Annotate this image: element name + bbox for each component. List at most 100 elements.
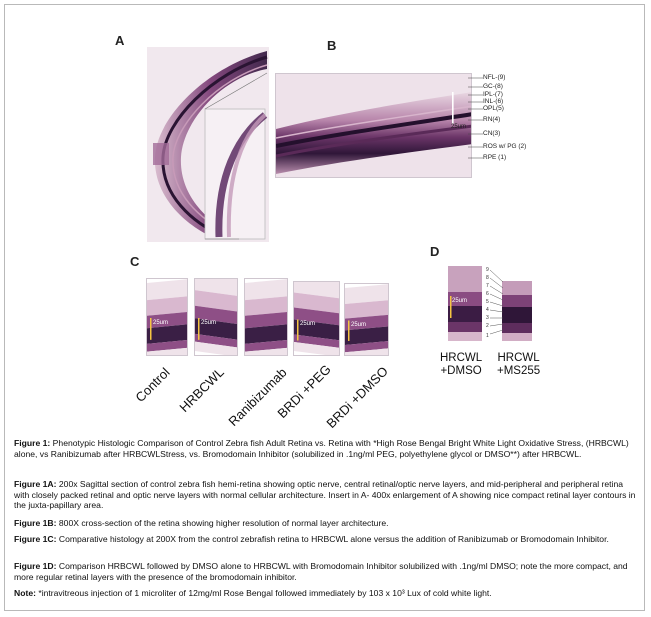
caption-note-text: *intravitreous injection of 1 microliter… bbox=[35, 588, 492, 598]
panel-c-tile-ranibizumab-band-4 bbox=[245, 340, 287, 352]
panel-d-tick-3: 3 bbox=[486, 315, 489, 321]
panel-d-image-left: 25um bbox=[448, 266, 482, 341]
caption-figure-1b: Figure 1B: 800X cross-section of the ret… bbox=[14, 518, 638, 529]
panel-c-tile-brdi-peg-scale-bar bbox=[297, 319, 299, 341]
caption-figure-1d-text: Comparison HRBCWL followed by DMSO alone… bbox=[14, 561, 628, 582]
panel-c-tile-brdi-peg: 25um bbox=[293, 281, 340, 356]
panel-d-letter: D bbox=[430, 244, 440, 259]
caption-note: Note: *intravitreous injection of 1 micr… bbox=[14, 588, 638, 599]
layer-label-nfl: NFL-(9) bbox=[483, 74, 506, 81]
panel-c-tile-hrbcwl-drawing bbox=[195, 279, 237, 355]
layer-label-opl: OPL(5) bbox=[483, 105, 504, 112]
panel-a-letter: A bbox=[115, 33, 125, 48]
layer-label-inl: INL-(6) bbox=[483, 98, 504, 105]
panel-d-left-label-line2: +DMSO bbox=[440, 365, 482, 377]
panel-c-tile-brdi-peg-band-5 bbox=[294, 342, 339, 355]
panel-c-tile-brdi-peg-band-0 bbox=[294, 282, 339, 299]
panel-c-tile-ranibizumab bbox=[244, 278, 288, 356]
panel-c-tile-brdi-peg-band-1 bbox=[294, 292, 339, 314]
panel-c-tile-brdi-dmso-drawing bbox=[345, 284, 388, 355]
panel-c-tile-hrbcwl-band-2 bbox=[195, 305, 237, 324]
panel-d-tick-7: 7 bbox=[486, 283, 489, 289]
panel-d-tick-4: 4 bbox=[486, 307, 489, 313]
panel-c-tile-brdi-dmso-scale-bar bbox=[348, 320, 350, 341]
panel-c-tile-brdi-dmso-band-3 bbox=[345, 326, 388, 345]
panel-c-tile-control-band-3 bbox=[147, 324, 187, 344]
panel-d-tick-1: 1 bbox=[486, 333, 489, 339]
panel-c-tile-control-band-1 bbox=[147, 296, 187, 316]
panel-d-image-right bbox=[502, 281, 532, 341]
panel-c-tile-brdi-dmso-band-1 bbox=[345, 300, 388, 319]
panel-c-tile-brdi-dmso-scale-label: 25um bbox=[351, 321, 367, 328]
panel-d-leader-lines bbox=[489, 269, 504, 335]
panel-a-retina-drawing bbox=[147, 47, 269, 242]
panel-d-tick-5: 5 bbox=[486, 299, 489, 305]
panel-c-tile-hrbcwl-band-1 bbox=[195, 290, 237, 312]
panel-c-tile-brdi-peg-scale-label: 25um bbox=[300, 321, 316, 327]
panel-d-right-label: HRCWL +MS255 bbox=[497, 352, 540, 378]
panel-c-tile-brdi-dmso-band-2 bbox=[345, 314, 388, 331]
panel-c-tile-brdi-peg-band-3 bbox=[294, 319, 339, 341]
panel-d-tick-6: 6 bbox=[486, 291, 489, 297]
panel-b-image: 25um bbox=[275, 73, 472, 178]
panel-c-tile-control-scale-label: 25um bbox=[153, 319, 169, 326]
caption-figure-1b-head: Figure 1B: bbox=[14, 518, 57, 528]
panel-c-tile-hrbcwl-scale-bar bbox=[198, 318, 200, 340]
panel-c-tile-ranibizumab-band-1 bbox=[245, 296, 287, 316]
panel-b-leader-lines bbox=[468, 77, 483, 159]
panel-c-tile-brdi-peg-drawing bbox=[294, 282, 339, 355]
panel-c-tile-ranibizumab-drawing bbox=[245, 279, 287, 355]
panel-c-tile-ranibizumab-band-0 bbox=[245, 279, 287, 301]
panel-c-tile-hrbcwl-scale-label: 25um bbox=[201, 319, 217, 326]
panel-c-tile-ranibizumab-band-5 bbox=[245, 347, 287, 355]
panel-d-tick-9: 9 bbox=[486, 267, 489, 273]
caption-figure-1d-head: Figure 1D: bbox=[14, 561, 57, 571]
caption-figure-1a-text: 200x Sagittal section of control zebra f… bbox=[14, 479, 636, 511]
panel-c-tile-control-band-0 bbox=[147, 279, 187, 301]
panel-c-tile-brdi-dmso-band-5 bbox=[345, 348, 388, 355]
panel-c-tile-brdi-peg-band-4 bbox=[294, 334, 339, 348]
panel-c-tile-brdi-dmso-band-4 bbox=[345, 341, 388, 353]
panel-c-tile-ranibizumab-band-3 bbox=[245, 324, 287, 344]
layer-label-ipl: IPL-(7) bbox=[483, 91, 503, 98]
layer-label-rpe: RPE (1) bbox=[483, 154, 507, 161]
panel-b-retina-drawing bbox=[276, 74, 471, 177]
caption-figure-1d: Figure 1D: Comparison HRBCWL followed by… bbox=[14, 561, 638, 582]
caption-figure-1c: Figure 1C: Comparative histology at 200X… bbox=[14, 534, 638, 545]
panel-d-left-label-line1: HRCWL bbox=[440, 352, 483, 364]
panel-c-letter: C bbox=[130, 254, 140, 269]
panel-c-tile-control-scale-bar bbox=[150, 318, 152, 340]
panel-c-tile-brdi-peg-band-2 bbox=[294, 307, 339, 326]
panel-d-left-label: HRCWL +DMSO bbox=[440, 352, 482, 378]
panel-d-left-drawing bbox=[448, 266, 482, 341]
caption-figure-1a: Figure 1A: 200x Sagittal section of cont… bbox=[14, 479, 638, 511]
panel-d-right-drawing bbox=[502, 281, 532, 341]
panel-c-tile-control: 25um bbox=[146, 278, 188, 356]
layer-label-rn: RN(4) bbox=[483, 116, 501, 123]
panel-d-tick-8: 8 bbox=[486, 275, 489, 281]
panel-b-scale-label: 25um bbox=[451, 124, 467, 130]
caption-note-head: Note: bbox=[14, 588, 36, 598]
panel-d-right-label-line2: +MS255 bbox=[497, 365, 541, 377]
panel-c-tile-hrbcwl-band-5 bbox=[195, 341, 237, 355]
panel-c-tile-hrbcwl: 25um bbox=[194, 278, 238, 356]
panel-c-tile-control-band-5 bbox=[147, 347, 187, 355]
panel-b-letter: B bbox=[327, 38, 337, 53]
panel-d-right-label-line1: HRCWL bbox=[497, 352, 540, 364]
caption-figure-1c-head: Figure 1C: bbox=[14, 534, 57, 544]
panel-c-tile-control-band-2 bbox=[147, 311, 187, 329]
panel-c-tile-hrbcwl-band-4 bbox=[195, 333, 237, 348]
layer-label-cn: CN(3) bbox=[483, 130, 501, 137]
panel-c-tile-brdi-dmso: 25um bbox=[344, 283, 389, 356]
panel-d-tick-2: 2 bbox=[486, 323, 489, 329]
panel-c-tile-hrbcwl-band-0 bbox=[195, 279, 237, 296]
caption-figure-1: Figure 1: Phenotypic Histologic Comparis… bbox=[14, 438, 638, 459]
caption-figure-1-text: Phenotypic Histologic Comparison of Cont… bbox=[14, 438, 629, 459]
caption-figure-1c-text: Comparative histology at 200X from the c… bbox=[56, 534, 609, 544]
layer-label-ros: ROS w/ PG (2) bbox=[483, 143, 527, 150]
panel-c-tile-control-drawing bbox=[147, 279, 187, 355]
panel-a-image bbox=[147, 47, 269, 242]
layer-label-gc: GC-(8) bbox=[483, 83, 503, 90]
caption-figure-1-head: Figure 1: bbox=[14, 438, 51, 448]
caption-figure-1a-head: Figure 1A: bbox=[14, 479, 57, 489]
